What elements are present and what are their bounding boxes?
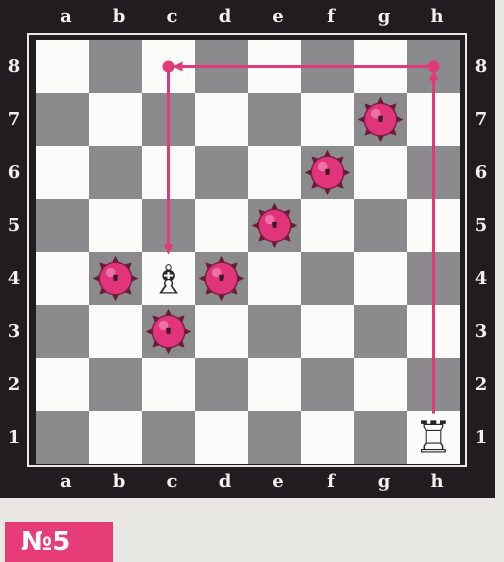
file-label-f: f <box>303 472 359 492</box>
rank-label-2: 2 <box>4 375 24 395</box>
move-path <box>163 61 440 414</box>
rank-label-6: 6 <box>4 163 24 183</box>
mine-icon <box>199 256 245 302</box>
rank-label-2: 2 <box>471 375 491 395</box>
mine-icon <box>93 256 139 302</box>
file-label-b: b <box>91 472 147 492</box>
rank-label-5: 5 <box>4 216 24 236</box>
file-label-c: c <box>144 7 200 27</box>
pieces-layer: ♖♗ <box>151 258 454 464</box>
chessboard-frame: a b c d e f g h a b c d e f g h 8 7 6 5 … <box>0 0 495 498</box>
mine-icon <box>146 309 192 355</box>
rank-label-4: 4 <box>471 269 491 289</box>
file-label-a: a <box>38 472 94 492</box>
puzzle-number-badge: №5 <box>5 522 113 562</box>
rank-label-3: 3 <box>471 322 491 342</box>
path-corner-dot <box>428 61 440 73</box>
rank-label-6: 6 <box>471 163 491 183</box>
rank-label-8: 8 <box>4 57 24 77</box>
file-label-h: h <box>409 7 465 27</box>
rook-icon: ♖ <box>414 413 453 464</box>
rank-label-5: 5 <box>471 216 491 236</box>
file-label-h: h <box>409 472 465 492</box>
file-label-f: f <box>303 7 359 27</box>
bishop-icon: ♗ <box>151 258 187 304</box>
rank-label-7: 7 <box>4 110 24 130</box>
file-label-a: a <box>38 7 94 27</box>
rank-label-3: 3 <box>4 322 24 342</box>
file-label-b: b <box>91 7 147 27</box>
file-label-d: d <box>197 472 253 492</box>
file-label-c: c <box>144 472 200 492</box>
board-overlay: ♖♗ <box>36 40 460 464</box>
rank-label-8: 8 <box>471 57 491 77</box>
rank-label-4: 4 <box>4 269 24 289</box>
file-label-e: e <box>250 7 306 27</box>
file-label-g: g <box>356 7 412 27</box>
rank-label-1: 1 <box>471 428 491 448</box>
mine-icon <box>252 203 298 249</box>
mines-layer <box>93 97 404 355</box>
path-corner-dot <box>163 61 175 73</box>
mine-icon <box>358 97 404 143</box>
mine-icon <box>305 150 351 196</box>
file-label-d: d <box>197 7 253 27</box>
rank-label-7: 7 <box>471 110 491 130</box>
file-label-e: e <box>250 472 306 492</box>
file-label-g: g <box>356 472 412 492</box>
rank-label-1: 1 <box>4 428 24 448</box>
